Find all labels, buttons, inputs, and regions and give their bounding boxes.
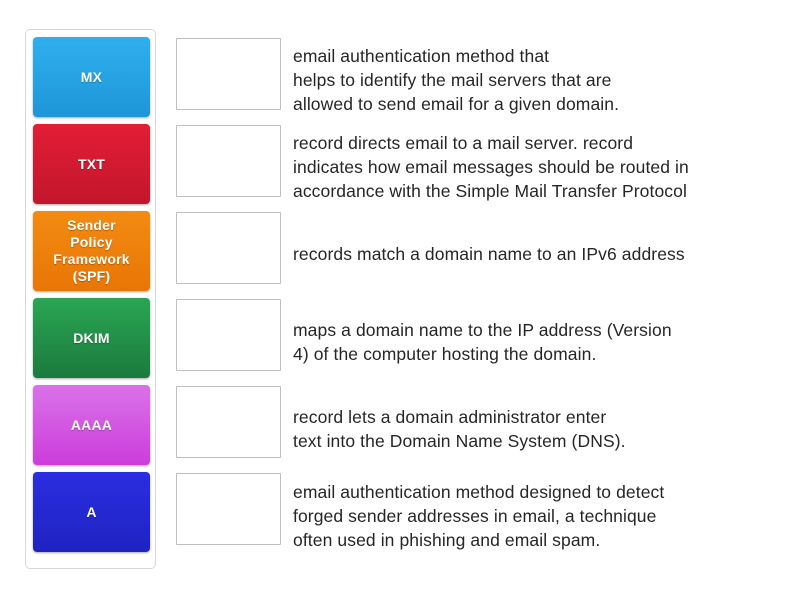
draggable-tile[interactable]: A: [33, 472, 150, 552]
drop-target[interactable]: [176, 473, 281, 545]
draggable-tile[interactable]: TXT: [33, 124, 150, 204]
definition-text: record directs email to a mail server. r…: [293, 133, 689, 201]
drop-target[interactable]: [176, 386, 281, 458]
tile-label: Sender Policy Framework (SPF): [53, 217, 130, 284]
drop-target[interactable]: [176, 299, 281, 371]
draggable-tile[interactable]: MX: [33, 37, 150, 117]
drop-target[interactable]: [176, 125, 281, 197]
definition-text: email authentication method that helps t…: [293, 46, 620, 114]
tile-label: AAAA: [70, 416, 113, 433]
tile-label: TXT: [77, 155, 106, 172]
draggable-tile[interactable]: AAAA: [33, 385, 150, 465]
draggable-tile[interactable]: Sender Policy Framework (SPF): [33, 211, 150, 291]
tile-label: MX: [80, 68, 103, 85]
definition-text: email authentication method designed to …: [293, 482, 665, 550]
definition-text: records match a domain name to an IPv6 a…: [293, 244, 685, 264]
definition-text: maps a domain name to the IP address (Ve…: [293, 320, 672, 364]
drop-target[interactable]: [176, 212, 281, 284]
draggable-tile[interactable]: DKIM: [33, 298, 150, 378]
tile-label: DKIM: [73, 329, 110, 346]
tile-label: A: [86, 503, 97, 520]
drop-target[interactable]: [176, 38, 281, 110]
definition-text: record lets a domain administrator enter…: [293, 407, 626, 451]
